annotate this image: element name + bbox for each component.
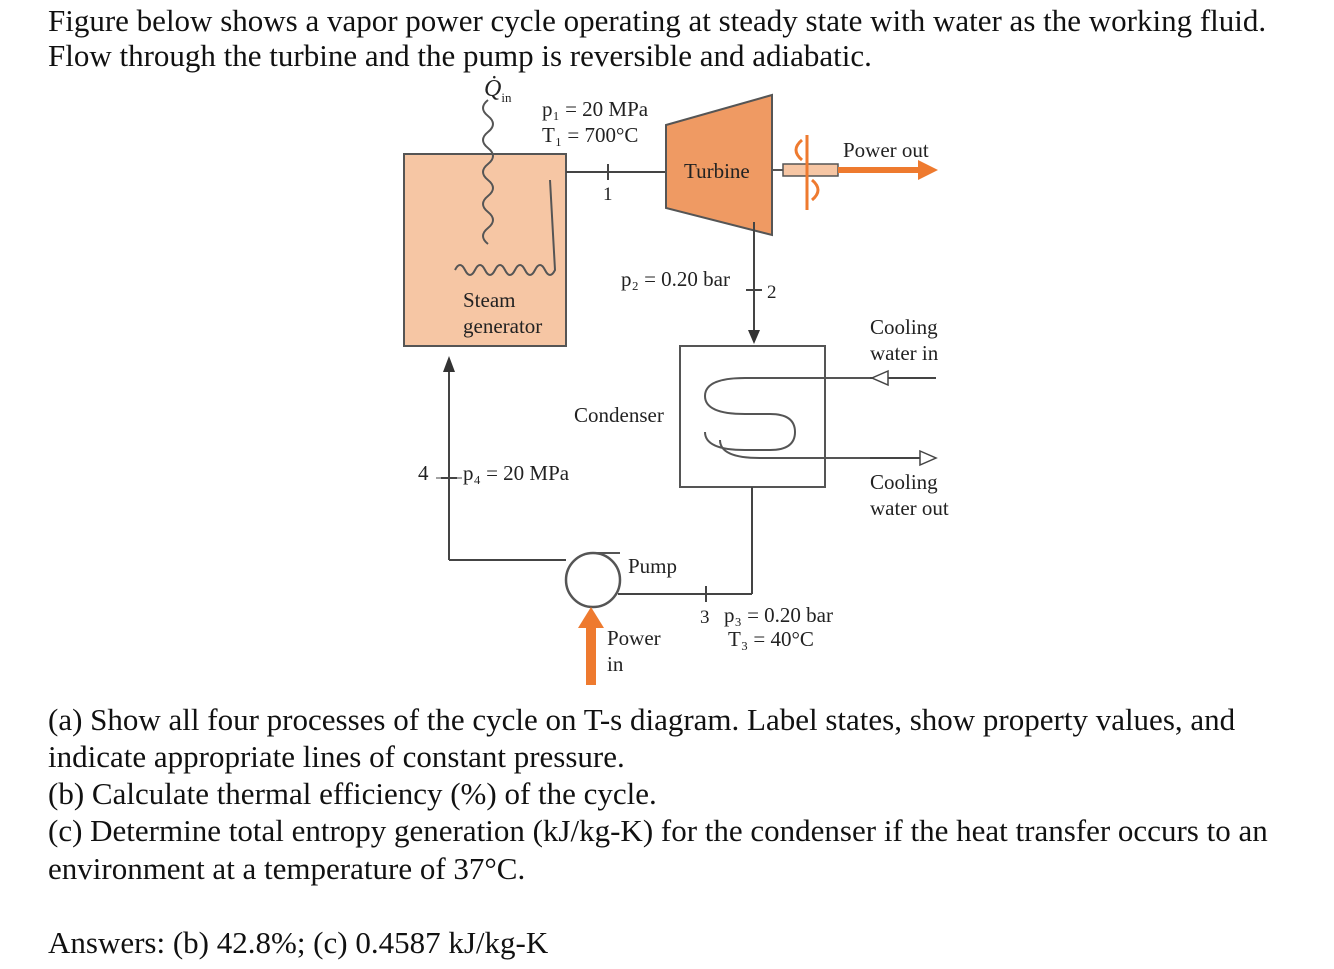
- cooling-in-arrow-icon: [870, 369, 889, 387]
- condenser-label: Condenser: [574, 403, 664, 427]
- state3-pressure: p₃ = 0.20 bar: [724, 603, 833, 627]
- state1-temperature: T₁ = 700°C: [542, 123, 639, 147]
- question-b: (b) Calculate thermal efficiency (%) of …: [48, 776, 657, 811]
- cooling-water-in-label-1: Cooling: [870, 315, 938, 339]
- cooling-out-arrow-icon: [919, 449, 938, 467]
- pump-label: Pump: [628, 554, 678, 578]
- cooling-water-in-label-2: water in: [870, 341, 939, 365]
- turbine-shape: [665, 93, 773, 237]
- state3-number: 3: [700, 607, 710, 628]
- heat-input-wave-icon: [482, 99, 494, 245]
- steam-generator-label-1: Steam: [463, 288, 516, 312]
- cooling-water-out-label-1: Cooling: [870, 470, 938, 494]
- intro-line-2: Flow through the turbine and the pump is…: [48, 38, 872, 73]
- power-in-arrow: [586, 625, 596, 685]
- power-in-label-1: Power: [607, 626, 661, 650]
- intro-line-1: Figure below shows a vapor power cycle o…: [48, 3, 1267, 38]
- answers: Answers: (b) 42.8%; (c) 0.4587 kJ/kg-K: [48, 925, 549, 960]
- steam-generator-label-2: generator: [463, 314, 543, 338]
- cooling-water-out-label-2: water out: [870, 496, 949, 520]
- turbine-label: Turbine: [684, 159, 750, 183]
- state4-number: 4: [418, 461, 429, 485]
- steam-generator-box: [403, 153, 567, 347]
- pump-circle: [564, 551, 622, 609]
- question-a-line-2: indicate appropriate lines of constant p…: [48, 739, 625, 774]
- state1-number: 1: [603, 184, 613, 205]
- state4-pressure: p₄ = 20 MPa: [463, 461, 570, 485]
- heating-coil-icon: [454, 179, 557, 276]
- state1-pressure: p₁ = 20 MPa: [542, 97, 649, 121]
- power-out-label: Power out: [843, 138, 929, 162]
- question-c-line-1: (c) Determine total entropy generation (…: [48, 813, 1268, 848]
- power-in-label-2: in: [607, 652, 624, 676]
- state2-number: 2: [767, 282, 777, 303]
- q-in-symbol: Q̇in: [484, 76, 512, 105]
- condenser-box: [679, 345, 826, 488]
- question-a-line-1: (a) Show all four processes of the cycle…: [48, 702, 1236, 737]
- condenser-coil-icon: [703, 377, 870, 451]
- question-c-line-2: environment at a temperature of 37°C.: [48, 851, 526, 886]
- shaft-coupling-icon: [794, 138, 820, 202]
- state3-temperature: T₃ = 40°C: [728, 627, 814, 651]
- state2-pressure: p₂ = 0.20 bar: [621, 267, 730, 291]
